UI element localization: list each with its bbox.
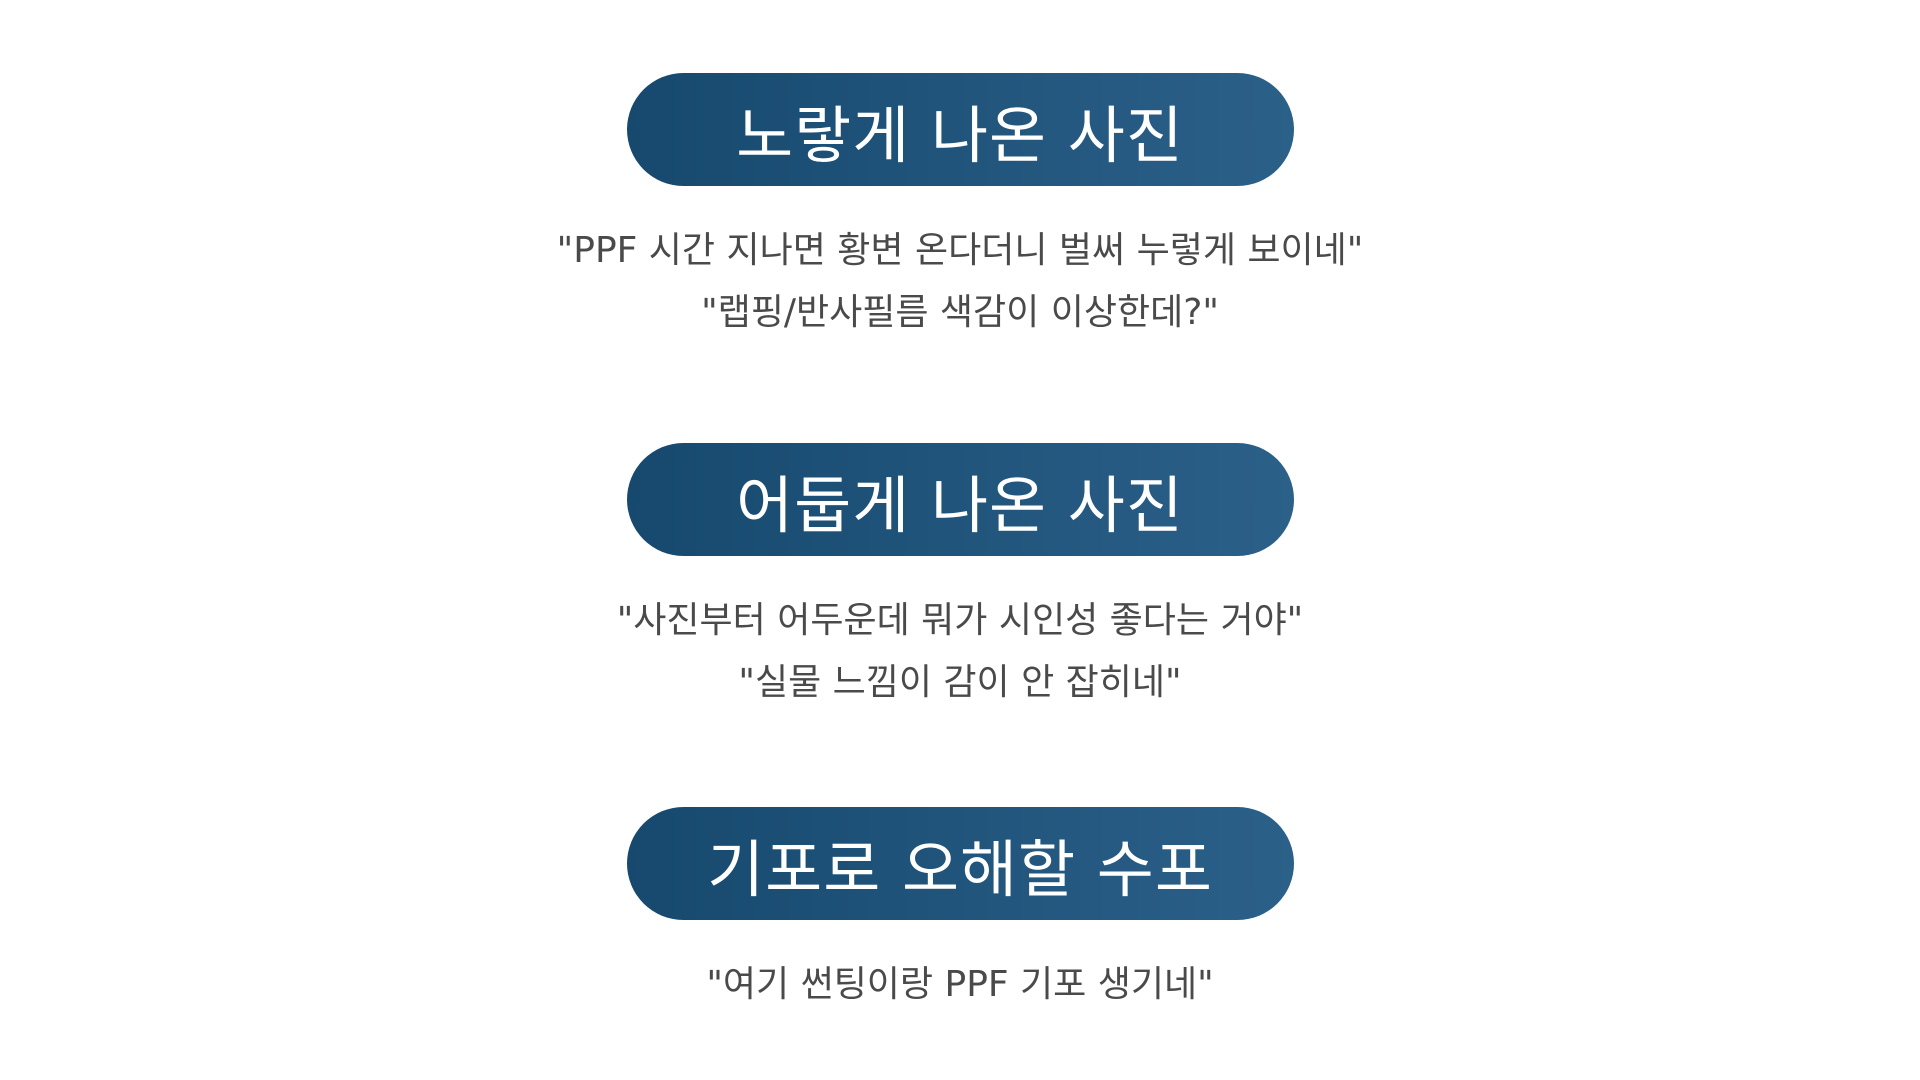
quote-text: "실물 느낌이 감이 안 잡히네" bbox=[738, 662, 1182, 703]
section-yellow-photo: 노랗게 나온 사진 "PPF 시간 지나면 황변 온다더니 벌써 누렇게 보이네… bbox=[0, 73, 1920, 344]
quote-text: "랩핑/반사필름 색감이 이상한데?" bbox=[701, 292, 1219, 333]
section-title: 기포로 오해할 수포 bbox=[707, 832, 1213, 906]
quote-text: "사진부터 어두운데 뭐가 시인성 좋다는 거야" bbox=[616, 600, 1304, 641]
quote-list: "PPF 시간 지나면 황변 온다더니 벌써 누렇게 보이네" "랩핑/반사필름… bbox=[557, 220, 1364, 344]
section-title: 노랗게 나온 사진 bbox=[736, 98, 1184, 172]
section-bubble-misread: 기포로 오해할 수포 "여기 썬팅이랑 PPF 기포 생기네" bbox=[0, 807, 1920, 1016]
quote-list: "사진부터 어두운데 뭐가 시인성 좋다는 거야" "실물 느낌이 감이 안 잡… bbox=[617, 590, 1304, 714]
quote-text: "여기 썬팅이랑 PPF 기포 생기네" bbox=[706, 964, 1214, 1005]
quote-text: "PPF 시간 지나면 황변 온다더니 벌써 누렇게 보이네" bbox=[556, 230, 1364, 271]
section-title-badge: 어둡게 나온 사진 bbox=[626, 443, 1294, 556]
section-title-badge: 기포로 오해할 수포 bbox=[626, 807, 1294, 920]
section-title: 어둡게 나온 사진 bbox=[736, 468, 1184, 542]
section-title-badge: 노랗게 나온 사진 bbox=[626, 73, 1294, 186]
quote-list: "여기 썬팅이랑 PPF 기포 생기네" bbox=[706, 954, 1213, 1016]
section-dark-photo: 어둡게 나온 사진 "사진부터 어두운데 뭐가 시인성 좋다는 거야" "실물 … bbox=[0, 443, 1920, 714]
